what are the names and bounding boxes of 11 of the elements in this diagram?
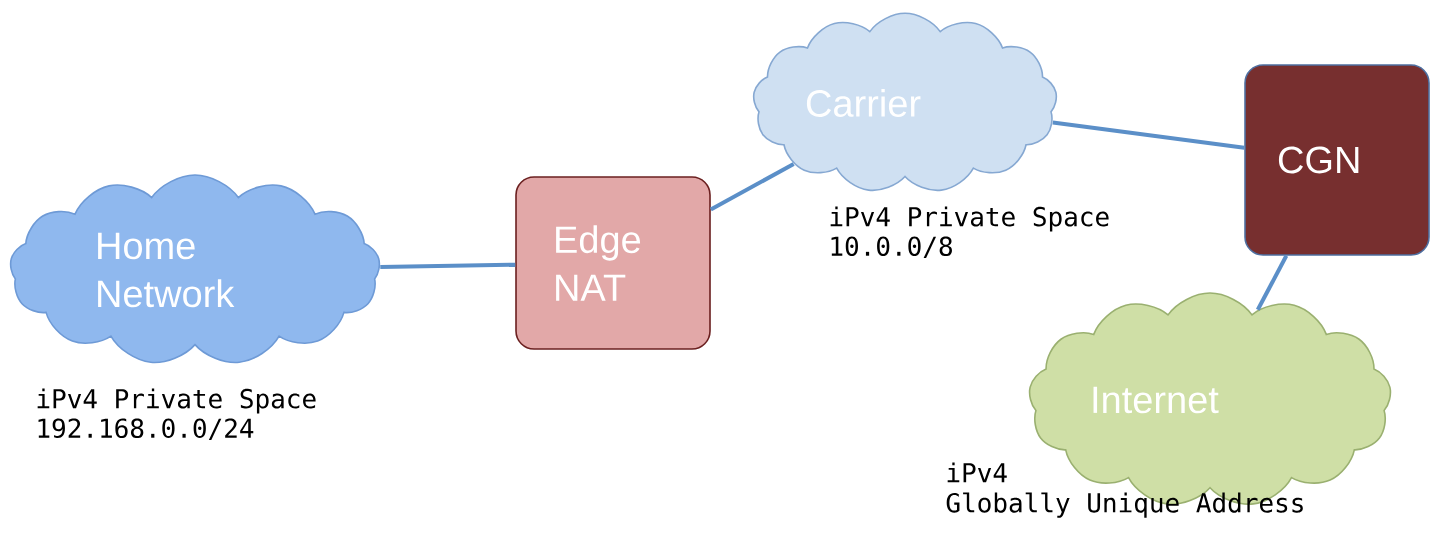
process-box: CGN	[1244, 64, 1430, 256]
connector-line	[709, 162, 795, 212]
connector-line	[1052, 120, 1245, 150]
address-note: iPv4 Private Space	[830, 206, 1109, 232]
connector-line	[1256, 254, 1289, 311]
process-box: Edge NAT	[515, 176, 711, 350]
address-note: iPv4	[947, 462, 1007, 483]
address-note: iPv4 Private Space	[37, 388, 316, 414]
address-note: 10.0.0/8	[831, 236, 952, 259]
address-note: 192.168.0.0/24	[38, 418, 254, 441]
connector-line	[380, 262, 516, 269]
